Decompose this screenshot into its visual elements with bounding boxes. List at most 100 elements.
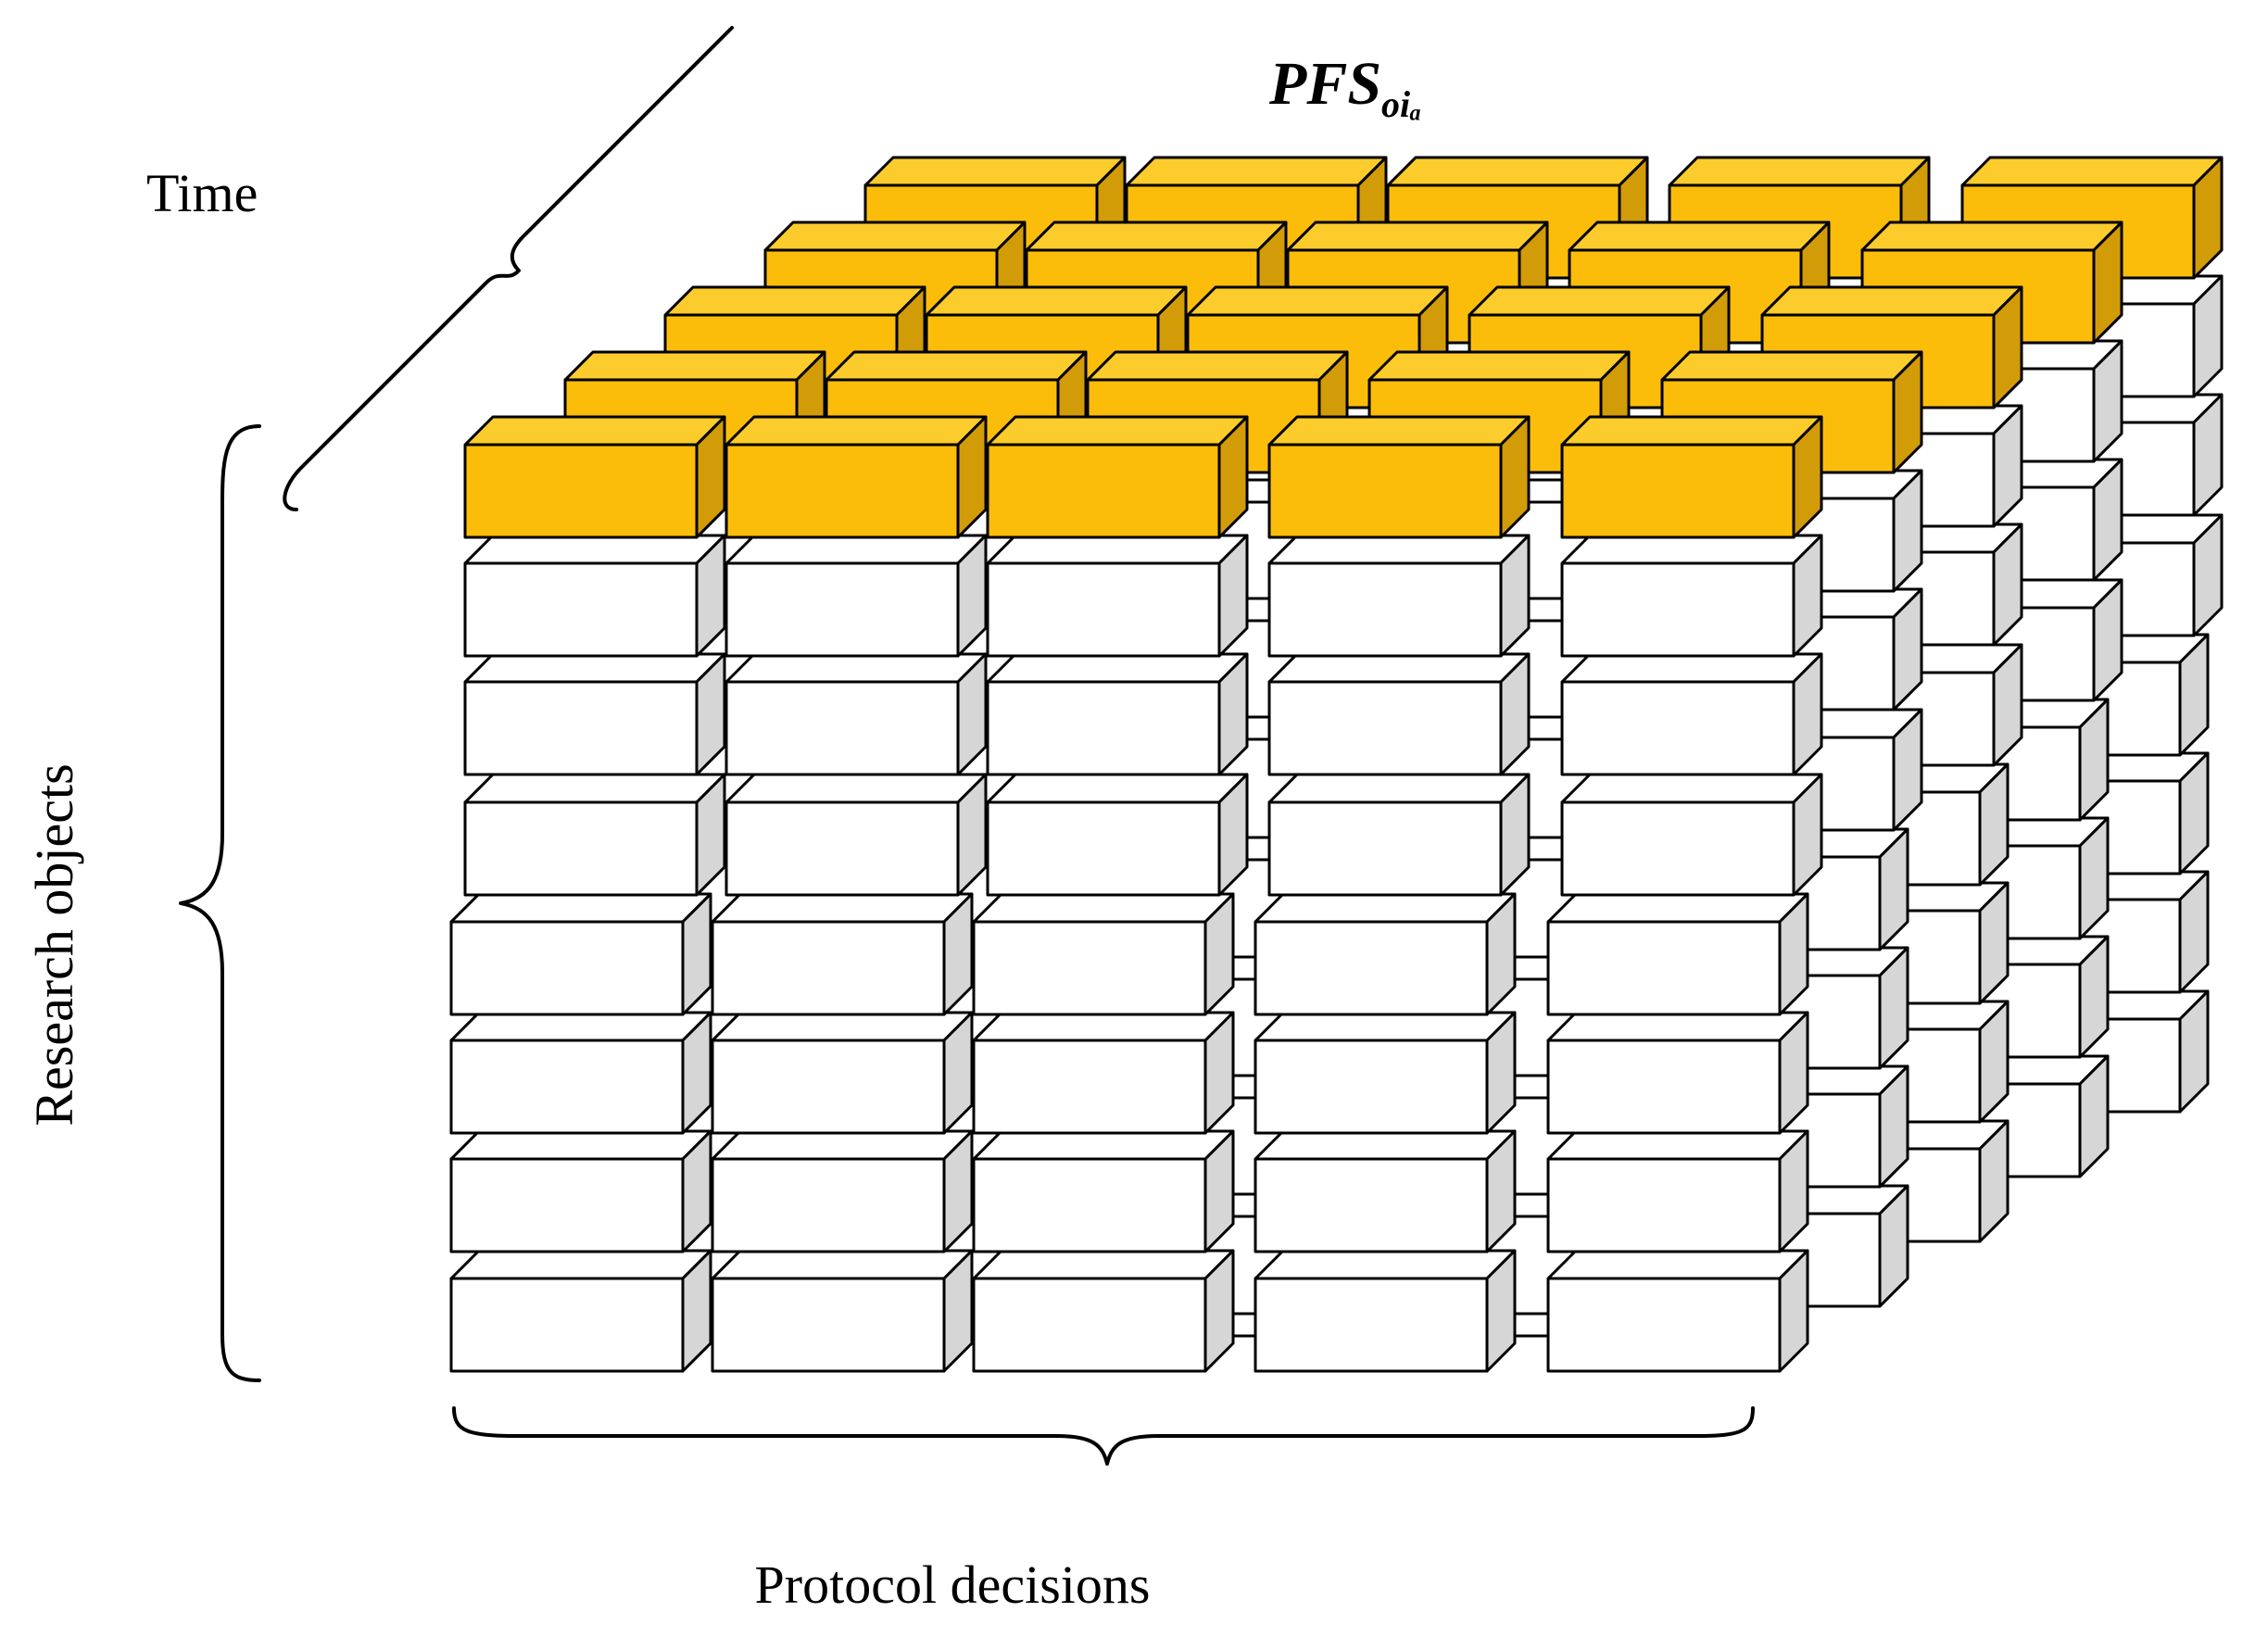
block-front-face <box>449 920 685 1016</box>
data-block <box>1254 1129 1517 1253</box>
block-front-face <box>1254 920 1489 1016</box>
block-front-face <box>972 920 1207 1016</box>
pfs-main: PFS <box>1268 50 1381 118</box>
block-top-face <box>724 652 988 684</box>
data-block <box>1254 892 1517 1016</box>
block-top-face <box>986 415 1249 447</box>
pfs-block <box>724 415 988 539</box>
data-block <box>1560 534 1823 658</box>
block-top-face <box>711 1249 974 1280</box>
block-front-face <box>986 800 1221 897</box>
block-front-face <box>1267 443 1503 539</box>
block-top-face <box>1546 1011 1809 1042</box>
block-top-face <box>1760 285 2023 317</box>
block-top-face <box>1086 350 1349 382</box>
block-top-face <box>449 1011 712 1042</box>
block-front-face <box>1546 1157 1782 1253</box>
block-top-face <box>1668 156 1931 187</box>
block-front-face <box>986 561 1221 658</box>
block-top-face <box>1560 534 1823 565</box>
data-block <box>1560 773 1823 897</box>
block-top-face <box>711 1011 974 1042</box>
block-top-face <box>711 892 974 924</box>
data-block <box>449 1249 712 1373</box>
block-top-face <box>986 773 1249 804</box>
block-top-face <box>1125 156 1388 187</box>
pfs-block <box>1267 415 1531 539</box>
block-front-face <box>1560 561 1796 658</box>
data-block <box>463 773 726 897</box>
research-objects-label: Research objects <box>24 763 84 1126</box>
block-top-face <box>1386 156 1649 187</box>
block-top-face <box>1254 1249 1517 1280</box>
block-front-face <box>1560 680 1796 776</box>
block-top-face <box>1660 350 1923 382</box>
pfs-block <box>986 415 1249 539</box>
data-block <box>1254 1011 1517 1135</box>
time-brace <box>283 26 734 511</box>
pfs-block <box>463 415 726 539</box>
protocol-decisions-brace <box>452 1406 1755 1466</box>
block-top-face <box>1468 285 1731 317</box>
block-top-face <box>724 415 988 447</box>
block-top-face <box>1025 220 1288 252</box>
data-block <box>972 1249 1235 1373</box>
block-top-face <box>1267 534 1531 565</box>
block-front-face <box>463 443 699 539</box>
block-top-face <box>463 773 726 804</box>
data-block <box>986 534 1249 658</box>
block-top-face <box>449 892 712 924</box>
block-top-face <box>1186 285 1449 317</box>
block-top-face <box>1254 1011 1517 1042</box>
pfs-block <box>1560 415 1823 539</box>
data-block <box>711 1249 974 1373</box>
block-top-face <box>463 534 726 565</box>
data-block <box>449 1129 712 1253</box>
block-top-face <box>972 1129 1235 1161</box>
block-top-face <box>1960 156 2224 187</box>
block-front-face <box>463 800 699 897</box>
data-block <box>972 1011 1235 1135</box>
block-front-face <box>1267 561 1503 658</box>
block-top-face <box>1254 1129 1517 1161</box>
pfs-subscript: oiₐ <box>1381 83 1421 125</box>
data-block <box>449 892 712 1016</box>
data-block <box>711 1129 974 1253</box>
block-top-face <box>711 1129 974 1161</box>
pfs-label: PFSoiₐ <box>1268 50 1421 125</box>
data-block <box>463 652 726 776</box>
block-top-face <box>1267 773 1531 804</box>
data-block <box>1267 773 1531 897</box>
block-front-face <box>1546 1277 1782 1373</box>
block-top-face <box>663 285 926 317</box>
data-block <box>972 892 1235 1016</box>
block-top-face <box>925 285 1188 317</box>
block-top-face <box>463 652 726 684</box>
block-front-face <box>1560 443 1796 539</box>
data-block <box>1546 1249 1809 1373</box>
block-top-face <box>1286 220 1549 252</box>
data-block <box>724 534 988 658</box>
data-block <box>711 1011 974 1135</box>
block-top-face <box>863 156 1127 187</box>
block-front-face <box>1254 1039 1489 1135</box>
data-block <box>972 1129 1235 1253</box>
block-front-face <box>711 1157 946 1253</box>
block-front-face <box>724 443 960 539</box>
data-block <box>449 1011 712 1135</box>
block-top-face <box>1860 220 2123 252</box>
cube-block-grid <box>449 156 2224 1373</box>
block-top-face <box>986 534 1249 565</box>
block-top-face <box>972 892 1235 924</box>
block-top-face <box>1267 415 1531 447</box>
block-top-face <box>825 350 1088 382</box>
block-top-face <box>724 534 988 565</box>
block-front-face <box>1254 1157 1489 1253</box>
block-front-face <box>463 680 699 776</box>
block-front-face <box>711 920 946 1016</box>
block-front-face <box>463 561 699 658</box>
block-top-face <box>1546 1129 1809 1161</box>
block-front-face <box>724 800 960 897</box>
block-top-face <box>463 415 726 447</box>
